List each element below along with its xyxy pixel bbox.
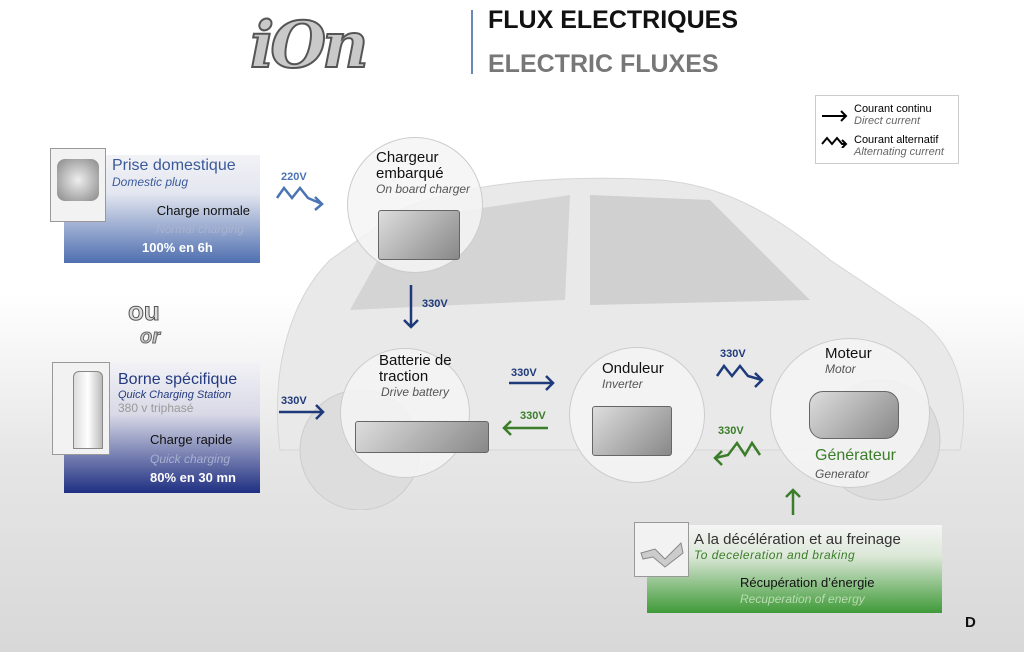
ion-logo: iOn — [249, 7, 370, 84]
voltage-bat-to-inv: 330V — [511, 367, 537, 379]
or-en: or — [140, 326, 161, 349]
charger-node: Chargeur embarqué On board charger — [347, 137, 483, 273]
station-mode: Charge rapide — [150, 432, 233, 447]
slide-letter: D — [965, 614, 976, 631]
domestic-time: 100% en 6h — [142, 240, 213, 255]
inverter-image — [592, 406, 672, 456]
motor-image — [809, 391, 899, 439]
charger-image — [378, 210, 460, 260]
recup-title: A la décélération et au freinage — [694, 531, 901, 548]
energy-recovery-box: A la décélération et au freinage To dece… — [647, 525, 942, 613]
legend-ac-fr: Courant alternatif — [854, 134, 939, 146]
ac-arrow-icon — [821, 136, 848, 148]
voltage-charger-out: 330V — [422, 298, 448, 310]
dc-arrow-right-icon — [509, 375, 555, 391]
brake-pedal-icon — [634, 522, 689, 577]
dc-arrow-up-icon — [785, 488, 801, 515]
inverter-subtitle: Inverter — [602, 377, 643, 391]
station-spec: 380 v triphasé — [118, 401, 194, 415]
voltage-inv-to-bat: 330V — [520, 410, 546, 422]
dc-arrow-left-icon — [502, 420, 548, 436]
dc-arrow-icon — [821, 110, 848, 148]
legend-dc-fr: Courant continu — [854, 103, 932, 115]
battery-title: Batterie de traction — [379, 352, 452, 385]
battery-node: Batterie de traction Drive battery — [340, 348, 489, 478]
dc-arrow-station-icon — [279, 404, 325, 420]
legend-dc-en: Direct current — [854, 115, 921, 127]
charger-subtitle: On board charger — [376, 182, 471, 196]
ac-arrow-motor-icon — [715, 363, 764, 388]
plug-icon — [50, 148, 106, 222]
inverter-node: Onduleur Inverter — [569, 347, 705, 483]
domestic-plug-box: Prise domestique Domestic plug Charge no… — [64, 155, 260, 263]
charger-title: Chargeur embarqué — [376, 149, 444, 182]
voltage-station-in: 330V — [281, 395, 307, 407]
motor-node: Moteur Motor Générateur Generator — [770, 338, 930, 488]
voltage-inv-to-motor: 330V — [720, 348, 746, 360]
motor-title: Moteur — [825, 345, 872, 362]
dc-arrow-down-icon — [403, 285, 419, 329]
voltage-220: 220V — [281, 171, 307, 183]
generator-subtitle: Generator — [815, 467, 870, 481]
domestic-mode-en: Normal charging — [155, 222, 244, 236]
station-mode-en: Quick charging — [150, 452, 231, 466]
recup-label-en: Recuperation of energy — [740, 592, 865, 606]
divider — [471, 10, 473, 74]
voltage-motor-to-inv: 330V — [718, 425, 744, 437]
battery-subtitle: Drive battery — [381, 385, 450, 399]
title-en: ELECTRIC FLUXES — [488, 50, 719, 78]
charging-station-icon — [52, 362, 110, 455]
station-time: 80% en 30 mn — [150, 470, 236, 485]
ac-arrow-in-icon — [275, 185, 324, 211]
legend-ac-en: Alternating current — [854, 146, 944, 158]
or-fr: ou — [128, 296, 161, 327]
recup-label: Récupération d’énergie — [740, 575, 875, 590]
ac-arrow-back-icon — [713, 440, 762, 466]
domestic-mode: Charge normale — [156, 203, 250, 218]
generator-title: Générateur — [815, 447, 896, 464]
motor-subtitle: Motor — [825, 362, 856, 376]
battery-image — [355, 421, 489, 453]
domestic-title: Prise domestique — [112, 157, 236, 174]
inverter-title: Onduleur — [602, 360, 664, 377]
domestic-subtitle: Domestic plug — [112, 175, 189, 189]
station-subtitle: Quick Charging Station — [118, 389, 232, 401]
recup-subtitle: To deceleration and braking — [694, 548, 856, 562]
title-fr: FLUX ELECTRIQUES — [488, 6, 739, 34]
station-title: Borne spécifique — [118, 371, 238, 388]
